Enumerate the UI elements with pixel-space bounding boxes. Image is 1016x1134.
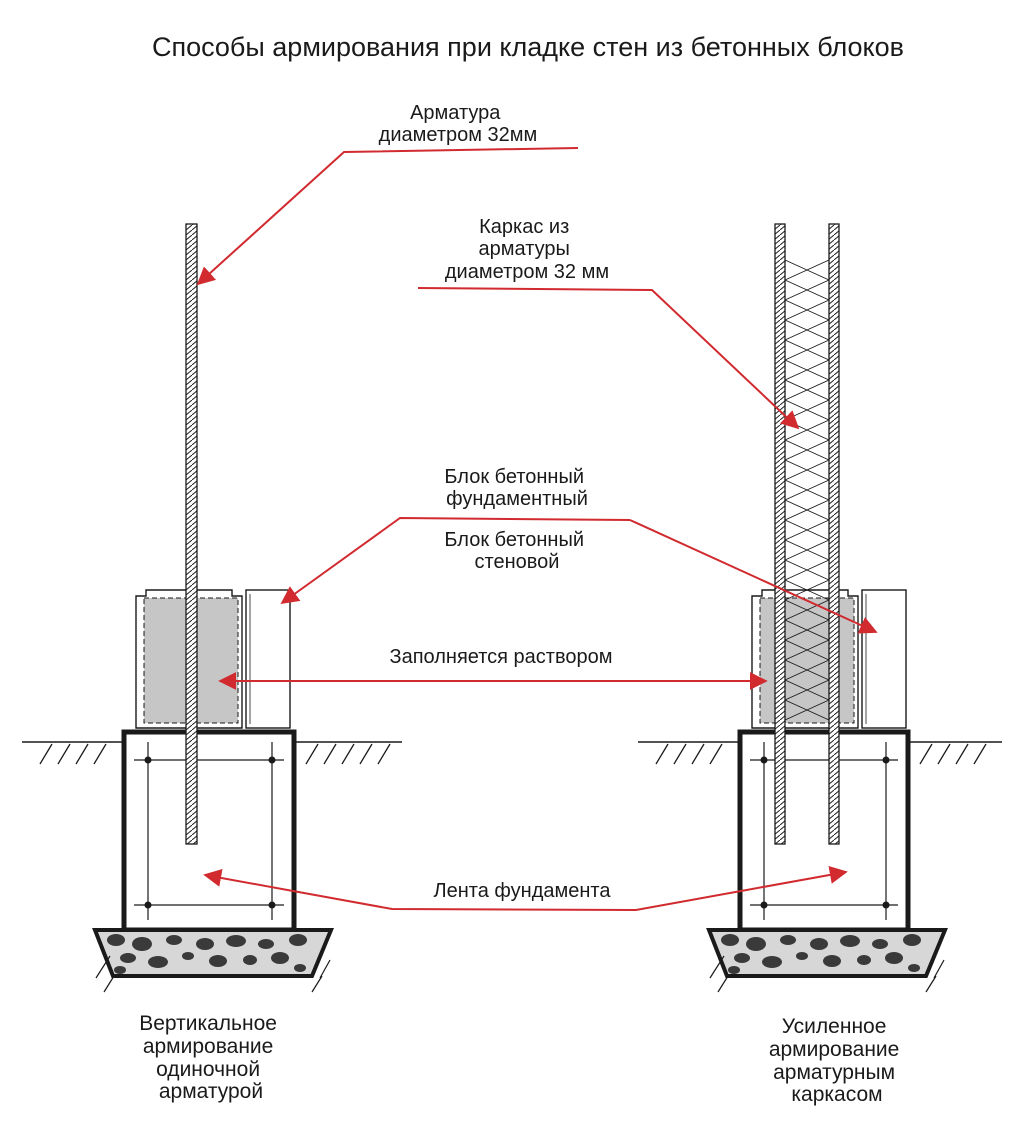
label-mortar-fill: Заполняется раствором xyxy=(390,646,613,668)
leader-rebar-frame xyxy=(417,287,800,430)
label-foundation-strip: Лента фундамента xyxy=(434,880,612,902)
caption-right: Усиленное армирование арматурным каркасо… xyxy=(769,1015,905,1106)
cage-joints-left xyxy=(144,756,276,909)
leader-rebar-single xyxy=(196,147,579,286)
mortar-fill-right xyxy=(759,597,855,724)
foundation-cage-left xyxy=(134,742,284,920)
frame-rebar-right xyxy=(828,223,840,845)
frame-lacing xyxy=(784,259,830,721)
ground-hatch-right xyxy=(655,743,987,765)
frame-rebar-left xyxy=(774,223,786,845)
gravel-left xyxy=(107,934,307,974)
soil-hatch-left xyxy=(95,955,331,993)
right-assembly xyxy=(638,223,1002,993)
soil-hatch-right xyxy=(709,955,945,993)
gravel-right xyxy=(721,934,921,974)
foundation-strip-right xyxy=(737,729,911,933)
foundation-strip-left xyxy=(121,729,297,933)
wall-block-left-outer xyxy=(245,589,291,729)
rebar-frame xyxy=(774,223,840,845)
diagram-title: Способы армирования при кладке стен из б… xyxy=(152,32,904,62)
ground-hatch-left xyxy=(39,743,391,765)
leader-block-foundation xyxy=(629,519,878,634)
cage-joints-right xyxy=(760,756,890,909)
wall-block-right-outer xyxy=(861,589,907,729)
single-rebar xyxy=(185,223,198,845)
label-block-foundation: Блок бетонный фундаментный xyxy=(444,466,589,510)
leader-lines xyxy=(196,147,878,912)
left-assembly xyxy=(22,223,402,993)
leader-block-wall xyxy=(280,516,631,605)
label-block-wall: Блок бетонный стеновой xyxy=(444,529,589,573)
label-rebar-frame: Каркас из арматуры диаметром 32 мм xyxy=(445,216,609,283)
caption-left: Вертикальное армирование одиночной армат… xyxy=(139,1012,283,1103)
leader-foundation-strip xyxy=(203,866,848,912)
label-rebar-single: Арматура диаметром 32мм xyxy=(379,102,538,146)
